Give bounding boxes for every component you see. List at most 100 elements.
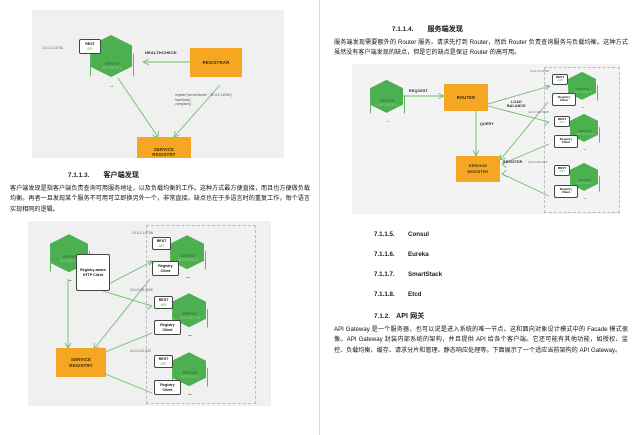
instance-c-label: SERVICE INSTANCE C [172, 371, 208, 379]
section-heading-client-discovery: 7.1.1.3. 客户端发现 [10, 170, 310, 180]
ic-line2: INSTANCE C [180, 375, 200, 380]
ia-rc-line2: Client [160, 268, 171, 273]
consumer-service-label: SERVICE INSTANCE A [50, 255, 90, 263]
toc-item-etcd[interactable]: 7.1.1.8.Etcd [334, 291, 628, 298]
query-label: QUERY [480, 121, 494, 126]
service-instance-label: SERVICE INSTANCE A [90, 62, 134, 70]
sib-rc-line1: Registry [559, 136, 573, 141]
sib-rc-line2: Client [561, 140, 571, 145]
instance-a-registry-client-box: Registry Client [152, 261, 179, 277]
server-instance-b-rest-api-box: REST API [554, 115, 570, 127]
ic-rc-line2: Client [162, 387, 173, 392]
sia-rc-line1: Registry [557, 94, 571, 99]
ia-line2: INSTANCE A [178, 258, 198, 263]
instance-b-rest-api-box: REST API [154, 296, 173, 310]
server-side-discovery-figure: SERVICE INSTANCE A REQUEST ROUTER QUERY … [352, 63, 620, 214]
sd-registry-line2: REGISTRY [467, 168, 489, 174]
ic-rest-line2: API [160, 361, 167, 366]
rest-api-line1: REST [85, 42, 95, 47]
client-service-hexagon [370, 79, 403, 113]
toc-item-smartstack[interactable]: 7.1.1.7.SmartStack [334, 271, 628, 278]
ag-section-number: 7.1.2. [374, 312, 391, 320]
cd-registry-line1: SERVICE [70, 357, 92, 363]
server-instance-c-label: SERVICE INSTANCE C [570, 177, 600, 186]
rest-api-box: REST API [79, 39, 101, 54]
sia-rest-line2: API [557, 78, 563, 83]
server-instance-a-label: SERVICE INSTANCE A [568, 87, 598, 95]
sic-rest-line1: REST [557, 165, 567, 170]
server-instance-a-ip: 10.4.3.1:8756 [530, 68, 549, 73]
client-discovery-service-registry-box: SERVICE REGISTRY [56, 348, 106, 378]
sic-rc-line2: Client [561, 190, 571, 195]
section-title: 客户端发现 [103, 172, 139, 179]
service-registry-line1: SERVICE [153, 146, 175, 152]
ib-line1: SERVICE [182, 312, 198, 317]
sd-registry-line1: SERVICE [468, 163, 488, 169]
registrar-wires [117, 58, 221, 138]
client-service-label: SERVICE INSTANCE A [370, 99, 405, 107]
server-instance-b-registry-client-box: Registry Client [554, 134, 578, 148]
registry-aware-http-client-box: Registry-aware HTTP Client [76, 254, 110, 292]
router-box: ROUTER [444, 83, 488, 111]
instance-c-ip-label: 10.4.3.20:333 [130, 349, 151, 354]
rest-api-line2: API [87, 46, 93, 51]
sd-section-number: 7.1.1.4. [392, 26, 414, 33]
toc-number-eureka: 7.1.1.6. [374, 250, 395, 258]
instance-a-label: SERVICE INSTANCE A [170, 254, 206, 262]
instance-a-ip-label: 10.4.3.1:8756 [132, 231, 153, 236]
server-discovery-wires [402, 84, 551, 197]
ic-rest-line1: REST [158, 357, 169, 362]
sib-rest-line2: API [559, 120, 565, 125]
toc-number-etcd: 7.1.1.8. [374, 290, 395, 298]
paragraph-api-gateway: API Gateway 是一个服务器，也可以说是进入系统的唯一节点。这和面向对象… [334, 325, 628, 354]
toc-title-consul: Consul [408, 230, 429, 238]
sia-line2: INSTANCE A [574, 90, 592, 95]
sib-line2: INSTANCE B [576, 132, 594, 137]
sia-rest-line1: REST [555, 74, 565, 79]
instance-c-rest-api-box: REST API [154, 355, 173, 369]
section-number: 7.1.1.3. [68, 172, 90, 179]
sic-line2: INSTANCE C [576, 181, 594, 186]
service-registry-line2: REGISTRY [152, 152, 176, 157]
sic-line1: SERVICE [578, 177, 592, 182]
register-label: REGISTER [503, 159, 523, 164]
toc-number-smartstack: 7.1.1.7. [374, 270, 395, 278]
sib-line1: SERVICE [578, 128, 592, 133]
sd-section-title: 服务端发现 [427, 26, 463, 33]
toc-item-eureka[interactable]: 7.1.1.6. Eureka [334, 251, 628, 258]
ic-line1: SERVICE [182, 371, 198, 376]
consumer-service-line2: INSTANCE A [60, 259, 80, 264]
ia-rest-line2: API [158, 243, 165, 248]
registry-aware-http-client-label: Registry-aware HTTP Client [80, 268, 106, 277]
server-instance-a-registry-client-box: Registry Client [552, 92, 576, 106]
toc-number-consul: 7.1.1.5. [374, 230, 395, 238]
ib-rc-line2: Client [162, 327, 173, 332]
server-instances-dashed-border [544, 66, 620, 213]
instance-c-hexagon-outline [172, 359, 208, 396]
service-instance-line1: SERVICE [104, 62, 120, 66]
server-instance-c-ip: 10.4.3.20:333 [528, 159, 547, 164]
client-side-discovery-figure: SERVICE INSTANCE A Registry-aware HTTP C… [28, 221, 271, 407]
column-divider [319, 0, 320, 435]
ia-rc-line1: Registry [158, 264, 173, 269]
server-instance-b-label: SERVICE INSTANCE B [570, 128, 600, 137]
section-heading-server-discovery: 7.1.1.4. 服务端发现 [334, 24, 628, 34]
instance-b-label: SERVICE INSTANCE B [172, 312, 208, 320]
cs-line2: INSTANCE A [377, 103, 398, 108]
ic-rc-line1: Registry [160, 383, 175, 388]
paragraph-server-discovery: 服务端发现需要额外的 Router 服务，请求先打到 Router，然后 Rou… [334, 39, 628, 57]
toc-title-eureka: Eureka [408, 250, 429, 258]
ib-rest-line2: API [160, 302, 167, 307]
service-instance-line2: INSTANCE A [102, 66, 122, 71]
section-heading-api-gateway: 7.1.2.API 网关 [334, 311, 628, 321]
toc-item-consul[interactable]: 7.1.1.5. Consul [334, 231, 628, 238]
sic-rc-line1: Registry [559, 186, 573, 191]
paragraph-client-discovery: 客户端发现是指客户端负责查询可用服务地址，以及负载均衡的工作。这种方式最方便直接… [10, 185, 310, 213]
server-instance-c-registry-client-box: Registry Client [554, 184, 578, 198]
ia-rest-line1: REST [156, 239, 167, 244]
server-instance-c-rest-api-box: REST API [554, 164, 570, 176]
right-column: 7.1.1.4. 服务端发现 服务端发现需要额外的 Router 服务，请求先打到… [320, 0, 640, 435]
instance-a-hexagon-outline [170, 242, 206, 279]
cd-registry-line2: REGISTRY [69, 362, 93, 368]
